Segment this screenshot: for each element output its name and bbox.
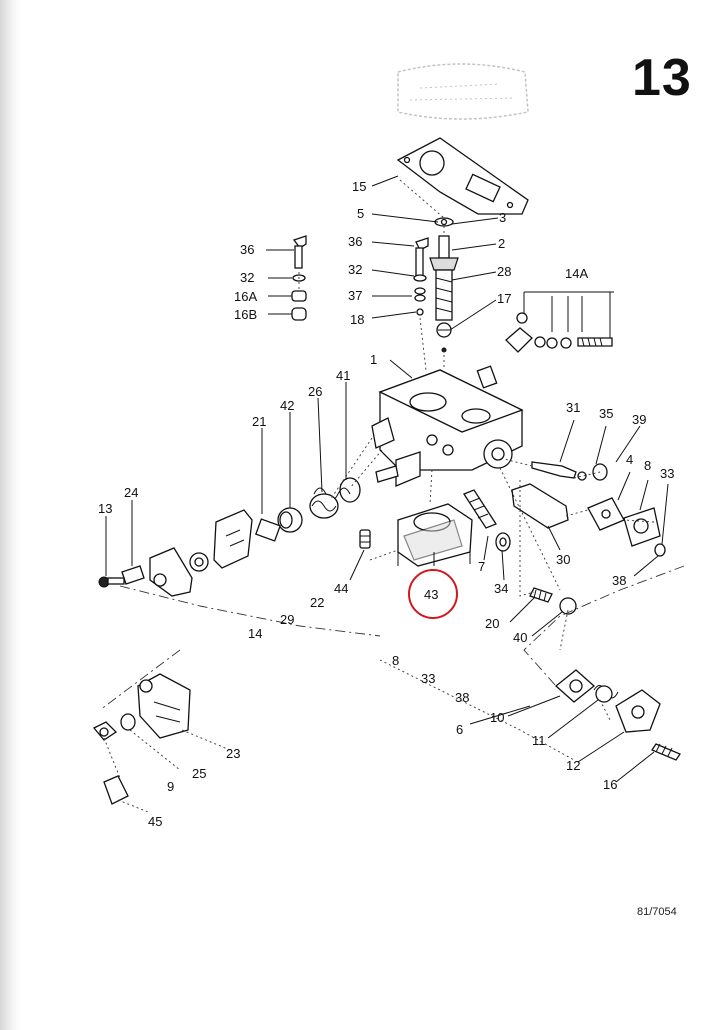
idle-screw-group [505, 291, 614, 353]
callout: 33 [421, 671, 435, 686]
callout: 14 [248, 626, 262, 641]
callout: 41 [336, 368, 350, 383]
callout: 13 [98, 501, 112, 516]
callout: 16B [234, 307, 257, 322]
screw-44 [359, 529, 371, 549]
callout: 8 [392, 653, 399, 668]
callout: 6 [456, 722, 463, 737]
callout: 21 [252, 414, 266, 429]
carburetor-body [371, 365, 524, 487]
callout: 40 [513, 630, 527, 645]
callout: 32 [240, 270, 254, 285]
callout: 17 [497, 291, 511, 306]
callout: 30 [556, 552, 570, 567]
callout: 11 [532, 733, 546, 748]
callout: 32 [348, 262, 362, 277]
callout: 26 [308, 384, 322, 399]
drawing-reference: 81/7054 [637, 906, 677, 918]
callout: 9 [167, 779, 174, 794]
callout: 39 [632, 412, 646, 427]
callout: 24 [124, 485, 138, 500]
insulator-flange [397, 503, 473, 567]
callout: 1 [370, 352, 377, 367]
callout: 29 [280, 612, 294, 627]
callout: 8 [644, 458, 651, 473]
choke-spring-parts [255, 477, 361, 542]
callout: 14A [565, 266, 588, 281]
callout: 16A [234, 289, 257, 304]
callout: 38 [455, 690, 469, 705]
pump-injector-group [511, 461, 666, 557]
needle-valve-parts [413, 237, 429, 316]
air-filter-cover-faded [397, 63, 529, 120]
callout: 23 [226, 746, 240, 761]
leader-lines [105, 175, 669, 783]
callout: 33 [660, 466, 674, 481]
callout: 16 [603, 777, 617, 792]
assembly-lines [99, 179, 685, 813]
callout: 42 [280, 398, 294, 413]
callout: 22 [310, 595, 324, 610]
callout: 18 [350, 312, 364, 327]
callout: 20 [485, 616, 499, 631]
callout: 44 [334, 581, 348, 596]
callout: 3 [499, 210, 506, 225]
callout: 31 [566, 400, 580, 415]
callout: 28 [497, 264, 511, 279]
callout: 7 [478, 559, 485, 574]
accelerator-pump [554, 669, 681, 761]
main-jet-parts [463, 489, 511, 552]
top-gasket [396, 137, 529, 215]
callout: 5 [357, 206, 364, 221]
callout: 37 [348, 288, 362, 303]
throttle-lever [92, 673, 191, 805]
callout: 38 [612, 573, 626, 588]
callout: 25 [192, 766, 206, 781]
jet-stack [429, 217, 459, 353]
callout: 34 [494, 581, 508, 596]
callout: 4 [626, 452, 633, 467]
bracket-assembly [98, 547, 209, 597]
callout: 2 [498, 236, 505, 251]
page-number: 13 [632, 49, 692, 107]
choke-lever-plate [213, 509, 253, 569]
callout: 12 [566, 758, 580, 773]
highlight-circle [408, 569, 458, 619]
callout: 15 [352, 179, 366, 194]
callout: 43 [424, 587, 438, 602]
callout: 36 [240, 242, 254, 257]
callout: 10 [490, 710, 504, 725]
spring-and-cap [529, 587, 577, 615]
callout: 35 [599, 406, 613, 421]
callout-labels: 15 5 3 36 2 36 32 28 37 17 18 32 16A 16B… [98, 179, 674, 829]
callout: 36 [348, 234, 362, 249]
page-edge-shadow [0, 0, 20, 1030]
callout: 45 [148, 814, 162, 829]
